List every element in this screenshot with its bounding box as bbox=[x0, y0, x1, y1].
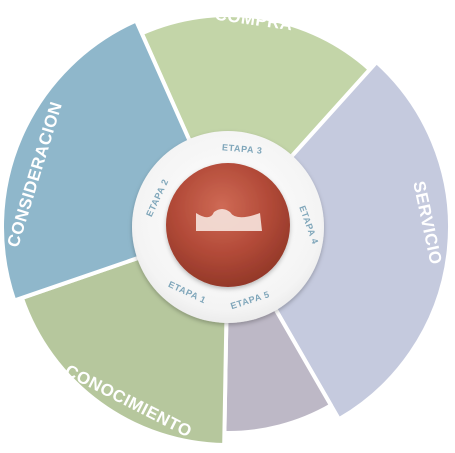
crown-icon bbox=[196, 209, 262, 231]
etapa-label-3: ETAPA 3 bbox=[222, 142, 263, 155]
